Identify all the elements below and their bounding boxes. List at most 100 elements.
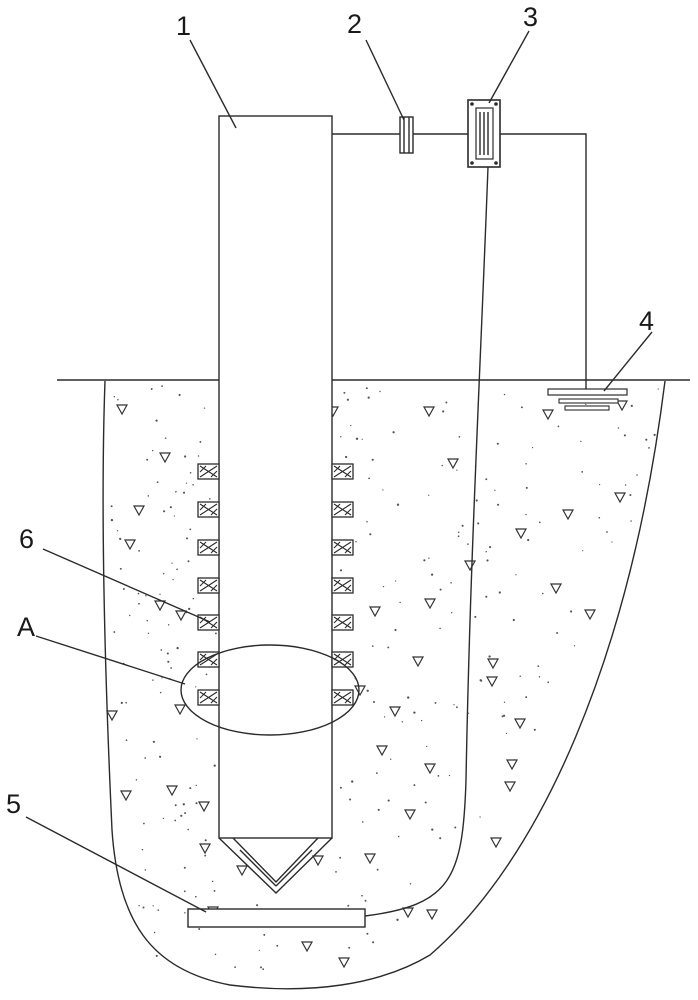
- sand-dot: [187, 828, 190, 831]
- sand-dot: [617, 427, 620, 429]
- bottom-plate: [187, 908, 366, 928]
- sand-dot: [361, 894, 363, 897]
- sand-dot: [397, 835, 400, 838]
- soil-body-outline: [102, 380, 666, 990]
- leader-a: [35, 635, 186, 685]
- sand-dot: [183, 455, 187, 458]
- sand-dot: [194, 895, 197, 898]
- anchor-block-left-3: [197, 539, 220, 556]
- aggregate-mark: [173, 704, 187, 716]
- sand-dot: [189, 472, 192, 474]
- sand-dot: [485, 595, 488, 598]
- label-1: 1: [176, 11, 191, 41]
- sand-dot: [349, 798, 352, 801]
- sand-dot: [155, 419, 158, 422]
- sand-dot: [428, 557, 430, 559]
- anchor-block-right-6: [331, 651, 354, 668]
- aggregate-mark: [513, 718, 527, 730]
- sand-dot: [581, 471, 584, 473]
- sand-dot: [520, 406, 523, 409]
- sand-dot: [480, 679, 483, 682]
- anchor-block-right-1: [331, 463, 354, 480]
- sand-dot: [182, 491, 186, 494]
- sand-dot: [630, 404, 633, 407]
- sand-dot: [383, 716, 386, 718]
- sand-dot: [146, 458, 149, 461]
- sand-dot: [152, 679, 154, 681]
- sand-dot: [458, 436, 461, 438]
- sand-dot: [147, 632, 150, 634]
- aggregate-mark: [174, 610, 188, 622]
- sand-dot: [477, 522, 480, 525]
- sand-dot: [525, 696, 528, 699]
- sand-dot: [195, 784, 197, 787]
- sand-dot: [390, 758, 392, 760]
- sand-dot: [211, 880, 214, 883]
- sand-dot: [152, 905, 154, 907]
- anchor-block-right-5: [331, 614, 354, 631]
- pipe-right: [500, 133, 587, 390]
- sand-dot: [189, 528, 192, 531]
- sand-dot: [113, 631, 116, 633]
- sand-dot: [162, 817, 165, 820]
- sand-dot: [399, 601, 401, 604]
- sand-dot: [344, 455, 348, 459]
- sand-dot: [623, 434, 626, 437]
- sand-dot: [258, 949, 260, 951]
- sand-dot: [182, 803, 185, 806]
- sand-dot: [161, 385, 163, 387]
- sand-dot: [110, 518, 114, 522]
- sand-dot: [515, 574, 517, 576]
- pile: [218, 115, 333, 894]
- sand-dot: [387, 799, 390, 802]
- sand-dot: [533, 728, 536, 731]
- sand-dot: [582, 550, 584, 552]
- label-3: 3: [523, 2, 538, 32]
- sand-dot: [498, 591, 501, 594]
- sand-dot: [340, 436, 342, 438]
- aggregate-mark: [158, 452, 172, 464]
- sand-dot: [198, 928, 201, 930]
- sand-dot: [485, 551, 487, 553]
- sand-dot: [138, 905, 140, 907]
- sand-dot: [355, 437, 359, 440]
- sand-dot: [156, 481, 159, 484]
- sand-dot: [169, 506, 172, 509]
- sand-dot: [161, 677, 163, 679]
- sand-dot: [439, 588, 442, 591]
- sand-dot: [420, 719, 423, 722]
- sand-dot: [110, 505, 113, 508]
- sand-dot: [120, 701, 123, 705]
- aggregate-mark: [486, 658, 500, 670]
- aggregate-mark: [503, 781, 517, 793]
- sand-dot: [645, 438, 648, 441]
- sand-dot: [375, 772, 378, 775]
- aggregate-mark: [337, 957, 351, 969]
- sand-dot: [192, 597, 195, 600]
- leader-4: [603, 331, 653, 392]
- monitoring-device: [467, 99, 501, 168]
- sand-dot: [144, 869, 147, 871]
- sand-dot: [479, 816, 481, 818]
- sand-dot: [433, 763, 436, 766]
- sand-dot: [461, 524, 464, 527]
- sand-dot: [598, 516, 601, 519]
- sand-dot: [339, 786, 342, 789]
- sand-dot: [188, 607, 191, 611]
- sand-dot: [501, 715, 504, 718]
- sand-dot: [570, 610, 573, 613]
- aggregate-mark: [353, 685, 367, 697]
- sand-dot: [347, 904, 350, 907]
- aggregate-mark: [425, 909, 439, 921]
- aggregate-mark: [411, 656, 425, 668]
- aggregate-mark: [514, 528, 528, 540]
- sand-dot: [541, 592, 544, 595]
- aggregate-mark: [549, 583, 563, 595]
- sand-dot: [538, 676, 541, 678]
- sand-dot: [423, 559, 426, 562]
- sand-dot: [367, 396, 370, 399]
- sand-dot: [394, 580, 397, 582]
- sand-dot: [195, 686, 197, 688]
- sand-dot: [197, 455, 200, 457]
- sand-dot: [372, 941, 375, 944]
